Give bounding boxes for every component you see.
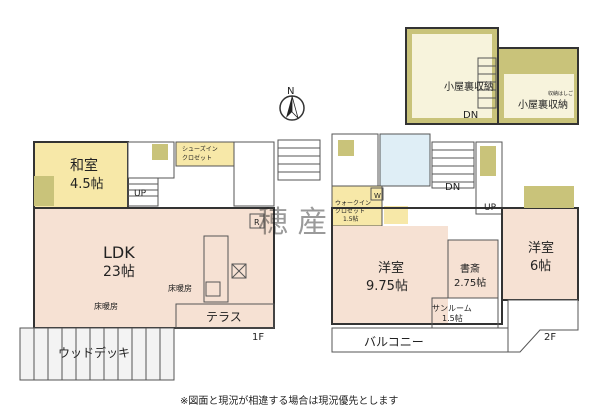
walkin-label-3: 1.5帖 <box>343 215 359 223</box>
floor-heating-label-a: 床暖房 <box>168 283 192 293</box>
floor2-plan: DN UP W ウォークイン クロゼット 1.5帖 洋室 9.75帖 書斎 2.… <box>331 133 579 353</box>
washer-label: W <box>374 192 381 200</box>
washitsu-size: 4.5帖 <box>70 177 104 192</box>
floor1-label: 1F <box>252 332 264 343</box>
floor1-up-label: UP <box>134 189 147 199</box>
entrance-steps <box>277 139 321 181</box>
room-ldk <box>34 208 274 328</box>
youshitsu-6-label: 洋室 <box>528 240 554 256</box>
floor1-plan: 和室 4.5帖 シューズイン クロゼット UP LDK 23帖 床暖房 床暖房 … <box>19 139 321 381</box>
wood-deck-label: ウッドデッキ <box>58 345 130 360</box>
sunroom-size: 1.5帖 <box>442 313 463 323</box>
compass-icon: N <box>279 86 305 121</box>
attic-storage-right-label: 小屋裏収納 <box>518 98 568 111</box>
sunroom-label: サンルーム <box>432 304 472 313</box>
room-shosai <box>448 240 498 298</box>
attic-ladder <box>477 57 497 109</box>
washitsu-label: 和室 <box>70 157 98 174</box>
shosai-size: 2.75帖 <box>454 276 486 289</box>
watermark-logo: 穂 産 <box>258 205 328 240</box>
ldk-size: 23帖 <box>103 264 135 280</box>
floor-heating-label-b: 床暖房 <box>94 301 118 311</box>
washer-icon <box>370 187 384 201</box>
youshitsu-975-size: 9.75帖 <box>366 279 408 294</box>
floor2-stairs <box>431 141 475 189</box>
attic-plan: 小屋裏収納 小屋裏収納 DN 収納はしご <box>405 27 579 125</box>
floor2-label: 2F <box>544 332 556 343</box>
fridge-label: R <box>254 218 260 227</box>
floor2-up-label: UP <box>484 203 497 213</box>
room-youshitsu-975 <box>332 226 448 324</box>
disclaimer-note: ※図面と現況が相違する場合は現況優先とします <box>180 394 398 407</box>
youshitsu-975-label: 洋室 <box>378 260 404 276</box>
wood-deck <box>19 327 175 381</box>
room-youshitsu-6 <box>502 208 578 300</box>
shoes-closet-label-2: クロゼット <box>182 154 212 162</box>
walkin-label-2: クロゼット <box>335 207 365 215</box>
terrace-label: テラス <box>206 310 242 324</box>
ldk-label: LDK <box>103 243 135 262</box>
attic-dn-label: DN <box>463 110 478 121</box>
kitchen-counter <box>203 235 229 303</box>
walkin-label-1: ウォークイン <box>335 199 371 207</box>
attic-ladder-label: 収納はしご <box>548 90 573 97</box>
balcony-label: バルコニー <box>364 335 424 349</box>
shosai-label: 書斎 <box>460 262 480 275</box>
room-walkin-closet <box>332 186 382 226</box>
floor2-dn-label: DN <box>445 182 460 193</box>
fridge-icon <box>249 213 265 229</box>
youshitsu-6-size: 6帖 <box>530 259 551 274</box>
attic-storage-left-label: 小屋裏収納 <box>444 80 494 93</box>
shoes-closet-label-1: シューズイン <box>182 145 218 153</box>
terrace <box>175 303 275 329</box>
bathroom <box>380 134 430 186</box>
compass-north-label: N <box>287 86 294 97</box>
room-shoes-closet <box>176 142 234 166</box>
